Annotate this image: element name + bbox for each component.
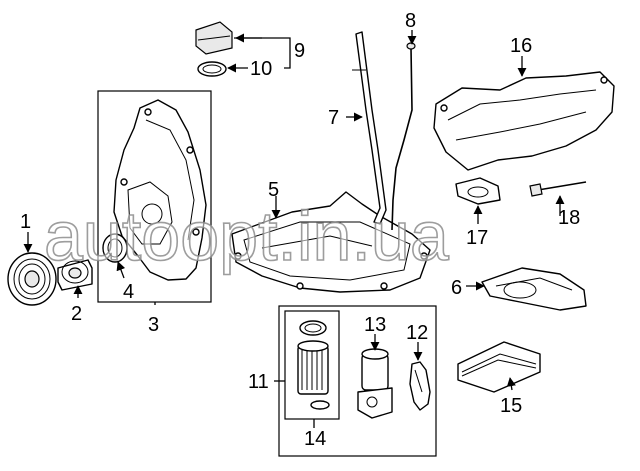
callout-9: 9 bbox=[294, 40, 305, 62]
callout-4: 4 bbox=[123, 281, 134, 303]
crankshaft-sprocket[interactable] bbox=[57, 259, 93, 291]
callout-5: 5 bbox=[268, 179, 279, 201]
oil-filler-cap[interactable] bbox=[195, 21, 233, 55]
callout-2: 2 bbox=[71, 303, 82, 325]
callout-13: 13 bbox=[364, 314, 386, 336]
callout-3: 3 bbox=[148, 314, 159, 336]
housing-gasket[interactable] bbox=[455, 177, 501, 205]
callout-6: 6 bbox=[451, 277, 462, 299]
oil-filler-cap-seal[interactable] bbox=[197, 61, 227, 77]
callout-18: 18 bbox=[558, 207, 580, 229]
callout-11: 11 bbox=[248, 371, 269, 393]
watermark-text: autoopt.in.ua bbox=[44, 197, 449, 275]
leader-4 bbox=[116, 261, 126, 279]
callout-16: 16 bbox=[510, 35, 532, 57]
callout-8: 8 bbox=[405, 10, 416, 32]
intake-manifold-housing[interactable] bbox=[433, 71, 615, 171]
callout-14: 14 bbox=[304, 428, 326, 450]
callout-7: 7 bbox=[328, 107, 339, 129]
oil-filter-housing[interactable] bbox=[357, 348, 393, 419]
crankshaft-front-seal[interactable] bbox=[102, 233, 128, 263]
oil-filter-o-ring[interactable] bbox=[310, 400, 330, 410]
mounting-bolt[interactable] bbox=[529, 181, 587, 197]
oil-dipstick-tube[interactable] bbox=[352, 31, 387, 225]
callout-10: 10 bbox=[250, 58, 272, 80]
callout-12: 12 bbox=[406, 322, 428, 344]
oil-filter-element[interactable] bbox=[297, 320, 329, 395]
callout-15: 15 bbox=[500, 395, 522, 417]
timing-cover[interactable] bbox=[113, 99, 207, 281]
leader-15 bbox=[506, 377, 516, 391]
filter-element-subgroup-box bbox=[284, 310, 340, 420]
filter-housing-gasket[interactable] bbox=[409, 361, 431, 411]
oil-cooler[interactable] bbox=[457, 341, 541, 393]
oil-pan-gasket[interactable] bbox=[481, 267, 587, 311]
callout-1: 1 bbox=[20, 211, 31, 233]
crankshaft-pulley[interactable] bbox=[7, 252, 57, 306]
callout-17: 17 bbox=[466, 227, 488, 249]
